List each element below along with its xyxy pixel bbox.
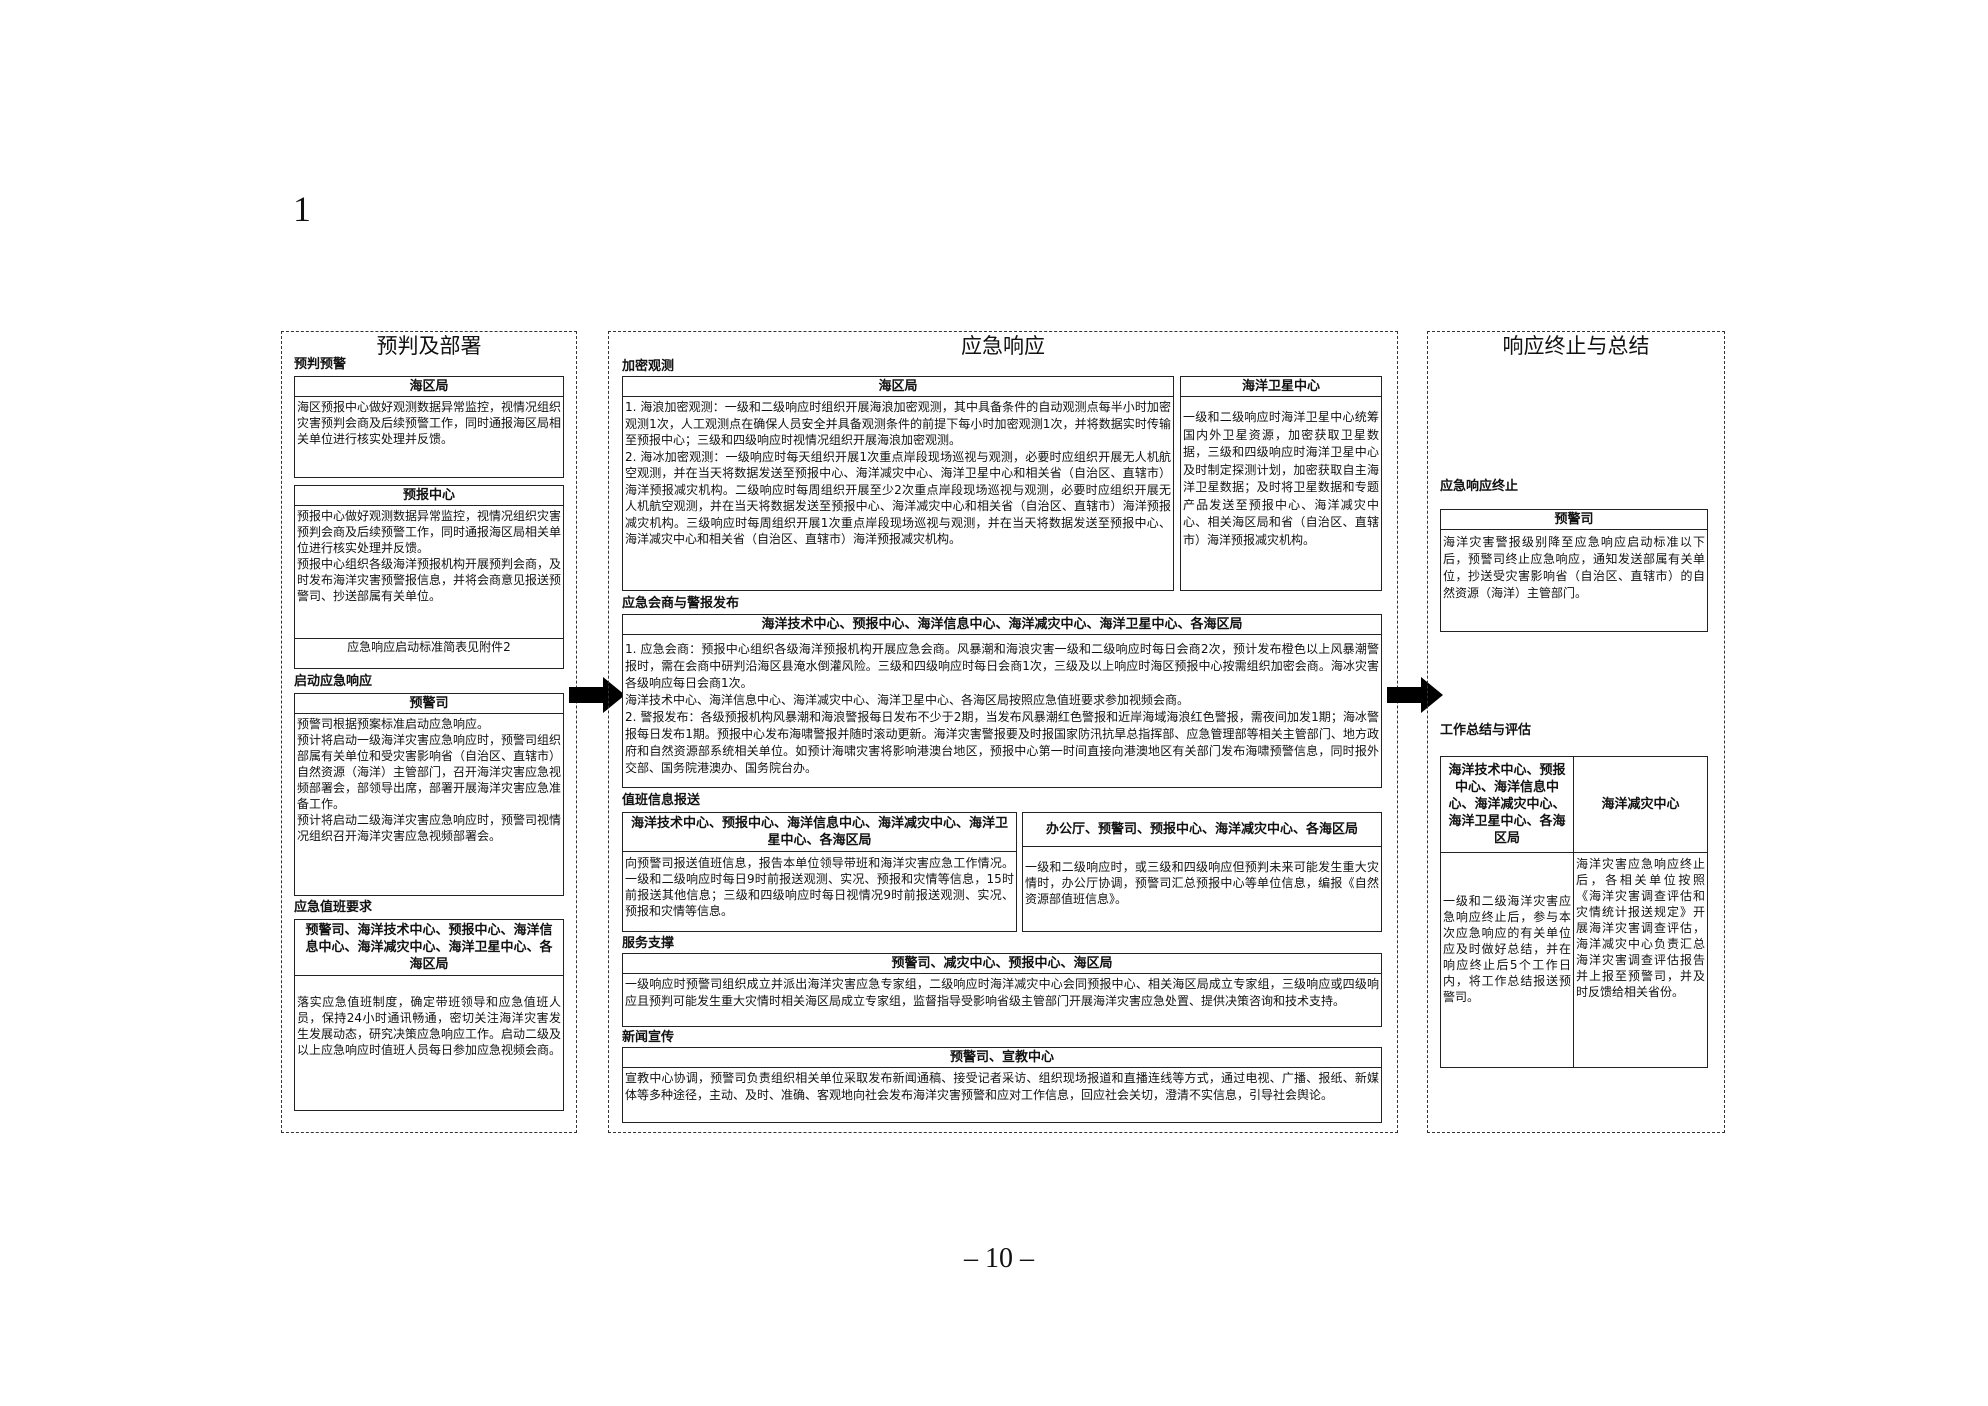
- section-label-news-publicity: 新闻宣传: [622, 1030, 675, 1045]
- box-paragraph: 预计将启动一级海洋灾害应急响应时，预警司组织部属有关单位和受灾害影响省（自治区、…: [297, 733, 562, 811]
- box-body: 一级和二级响应时，或三级和四级响应但预判未来可能发生重大灾情时，办公厅协调，预警…: [1025, 860, 1379, 906]
- box-warning-department-termination: 预警司 海洋灾害警报级别降至应急响应启动标准以下后，预警司终止应急响应，通知发送…: [1440, 509, 1708, 632]
- section-label-start-response: 启动应急响应: [294, 674, 373, 689]
- box-body: 1. 海浪加密观测：一级和二级响应时组织开展海浪加密观测，其中具备条件的自动观测…: [623, 397, 1173, 550]
- box-duty-units: 预警司、海洋技术中心、预报中心、海洋信息中心、海洋减灾中心、海洋卫星中心、各海区…: [294, 919, 564, 1111]
- section-label-summary-evaluation: 工作总结与评估: [1440, 723, 1532, 738]
- box-paragraph: 预报中心组织各级海洋预报机构开展预判会商，及时发布海洋灾害预警报信息，并将会商意…: [297, 557, 562, 603]
- box-duty-report-units: 海洋技术中心、预报中心、海洋信息中心、海洋减灾中心、海洋卫星中心、各海区局 向预…: [622, 812, 1017, 932]
- box-header: 预警司、海洋技术中心、预报中心、海洋信息中心、海洋减灾中心、海洋卫星中心、各海区…: [295, 920, 563, 976]
- box-header: 海区局: [623, 377, 1173, 397]
- section-label-duty-information: 值班信息报送: [622, 793, 701, 808]
- panel-termination-summary: 响应终止与总结: [1427, 331, 1725, 1133]
- section-label-service-support: 服务支撑: [622, 936, 675, 951]
- box-general-office: 办公厅、预警司、预报中心、海洋减灾中心、各海区局 一级和二级响应时，或三级和四级…: [1022, 812, 1382, 932]
- box-paragraph: 预警司根据预案标准启动应急响应。: [297, 717, 490, 731]
- box-header: 海洋技术中心、预报中心、海洋信息中心、海洋减灾中心、海洋卫星中心、各海区局: [623, 813, 1016, 852]
- box-body: 预警司根据预案标准启动应急响应。 预计将启动一级海洋灾害应急响应时，预警司组织部…: [295, 714, 563, 846]
- box-header: 海洋技术中心、预报中心、海洋信息中心、海洋减灾中心、海洋卫星中心、各海区局: [623, 615, 1381, 635]
- box-note: 应急响应启动标准简表见附件2: [295, 638, 563, 656]
- panel-title: 应急响应: [961, 334, 1045, 358]
- page-footer: – 10 –: [964, 1243, 1034, 1274]
- box-paragraph: 预报中心做好观测数据异常监控，视情况组织灾害预判会商及后续预警工作，同时通报海区…: [297, 509, 562, 555]
- box-header: 预警司: [1441, 510, 1707, 530]
- grid-header-right: 海洋减灾中心: [1574, 757, 1707, 853]
- box-header: 预报中心: [295, 486, 563, 506]
- box-sea-area-bureau: 海区局 海区预报中心做好观测数据异常监控，视情况组织灾害预判会商及后续预警工作，…: [294, 376, 564, 478]
- box-body: 落实应急值班制度，确定带班领导和应急值班人员，保持24小时通讯畅通，密切关注海洋…: [297, 995, 562, 1057]
- grid-body-right: 海洋灾害应急响应终止后，各相关单位按照《海洋灾害调查评估和灾情统计报送规定》开展…: [1576, 857, 1705, 999]
- box-header: 预警司、减灾中心、预报中心、海区局: [623, 954, 1381, 974]
- grid-header-left: 海洋技术中心、预报中心、海洋信息中心、海洋减灾中心、海洋卫星中心、各海区局: [1441, 757, 1574, 853]
- box-body: 一级和二级响应时海洋卫星中心统筹国内外卫星资源，加密获取卫星数据，三级和四级响应…: [1183, 410, 1379, 547]
- box-summary-evaluation: 海洋技术中心、预报中心、海洋信息中心、海洋减灾中心、海洋卫星中心、各海区局 海洋…: [1440, 756, 1708, 1068]
- box-body: 海洋灾害警报级别降至应急响应启动标准以下后，预警司终止应急响应，通知发送部属有关…: [1443, 535, 1705, 600]
- box-body: 海区预报中心做好观测数据异常监控，视情况组织灾害预判会商及后续预警工作，同时通报…: [297, 400, 562, 446]
- box-body: 一级响应时预警司组织成立并派出海洋灾害应急专家组，二级响应时海洋减灾中心会同预报…: [625, 977, 1379, 1008]
- box-consultation-units: 海洋技术中心、预报中心、海洋信息中心、海洋减灾中心、海洋卫星中心、各海区局 1.…: [622, 614, 1382, 788]
- box-header: 预警司: [295, 694, 563, 714]
- box-paragraph: 预计将启动二级海洋灾害应急响应时，预警司视情况组织召开海洋灾害应急视频部署会。: [297, 813, 562, 843]
- section-label-consultation-warning: 应急会商与警报发布: [622, 596, 740, 611]
- section-label-response-termination: 应急响应终止: [1440, 479, 1519, 494]
- section-label-dense-observation: 加密观测: [622, 359, 675, 374]
- box-paragraph: 海洋技术中心、海洋信息中心、海洋减灾中心、海洋卫星中心、各海区局按照应急值班要求…: [625, 693, 1190, 707]
- box-header: 海区局: [295, 377, 563, 397]
- box-header: 办公厅、预警司、预报中心、海洋减灾中心、各海区局: [1023, 813, 1381, 847]
- box-ocean-satellite-center: 海洋卫星中心 一级和二级响应时海洋卫星中心统筹国内外卫星资源，加密获取卫星数据，…: [1180, 376, 1382, 591]
- section-label-early-warning: 预判预警: [294, 357, 347, 372]
- box-header: 海洋卫星中心: [1181, 377, 1381, 397]
- box-body: 向预警司报送值班信息，报告本单位领导带班和海洋灾害应急工作情况。一级和二级响应时…: [625, 856, 1014, 918]
- section-label-duty-requirements: 应急值班要求: [294, 900, 373, 915]
- box-paragraph: 2. 海冰加密观测：一级响应时每天组织开展1次重点岸段现场巡视与观测，必要时应组…: [625, 449, 1171, 547]
- panel-title: 预判及部署: [376, 334, 482, 358]
- box-service-support-units: 预警司、减灾中心、预报中心、海区局 一级响应时预警司组织成立并派出海洋灾害应急专…: [622, 953, 1382, 1027]
- box-paragraph: 2. 警报发布：各级预报机构风暴潮和海浪警报每日发布不少于2期，当发布风暴潮红色…: [625, 710, 1379, 775]
- box-warning-department: 预警司 预警司根据预案标准启动应急响应。 预计将启动一级海洋灾害应急响应时，预警…: [294, 693, 564, 896]
- panel-prediction-deployment: 预判及部署: [281, 331, 577, 1133]
- box-body: 预报中心做好观测数据异常监控，视情况组织灾害预判会商及后续预警工作，同时通报海区…: [295, 506, 563, 638]
- panel-title: 响应终止与总结: [1502, 334, 1650, 358]
- box-sea-area-bureau-observation: 海区局 1. 海浪加密观测：一级和二级响应时组织开展海浪加密观测，其中具备条件的…: [622, 376, 1174, 591]
- panel-emergency-response: 应急响应: [608, 331, 1398, 1133]
- box-paragraph: 1. 应急会商：预报中心组织各级海洋预报机构开展应急会商。风暴潮和海浪灾害一级和…: [625, 642, 1379, 690]
- box-news-units: 预警司、宣教中心 宣教中心协调，预警司负责组织相关单位采取发布新闻通稿、接受记者…: [622, 1047, 1382, 1123]
- box-forecast-center: 预报中心 预报中心做好观测数据异常监控，视情况组织灾害预判会商及后续预警工作，同…: [294, 485, 564, 669]
- page-number: 1: [293, 189, 311, 229]
- box-header: 预警司、宣教中心: [623, 1048, 1381, 1068]
- box-body: 宣教中心协调，预警司负责组织相关单位采取发布新闻通稿、接受记者采访、组织现场报道…: [625, 1071, 1379, 1102]
- flow-arrow-icon: [1387, 677, 1443, 713]
- grid-body-left: 一级和二级海洋灾害应急响应终止后，参与本次应急响应的有关单位应及时做好总结，并在…: [1441, 853, 1574, 1067]
- flow-arrow-icon: [569, 677, 625, 713]
- box-body: 1. 应急会商：预报中心组织各级海洋预报机构开展应急会商。风暴潮和海浪灾害一级和…: [623, 635, 1381, 779]
- box-paragraph: 1. 海浪加密观测：一级和二级响应时组织开展海浪加密观测，其中具备条件的自动观测…: [625, 400, 1171, 447]
